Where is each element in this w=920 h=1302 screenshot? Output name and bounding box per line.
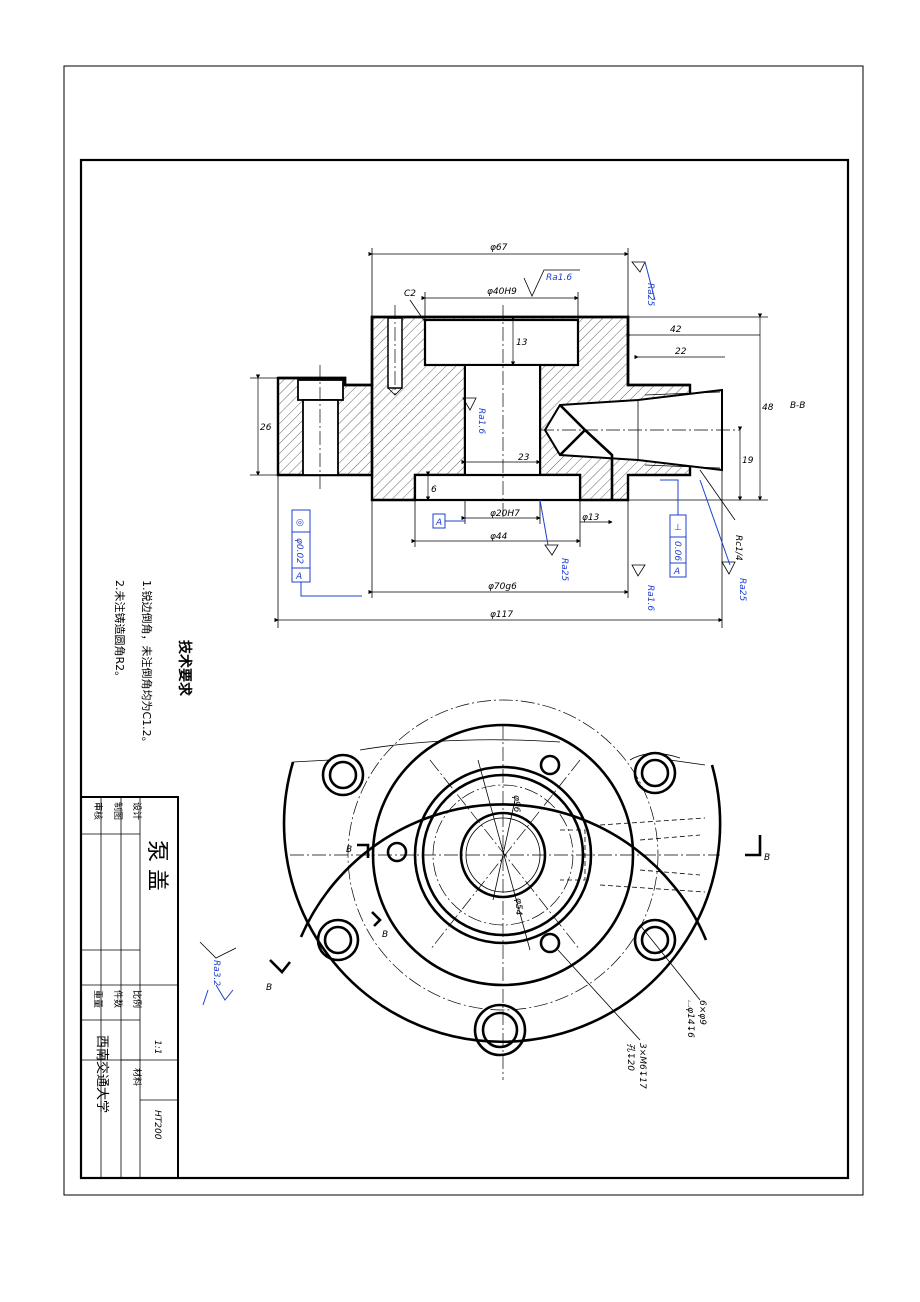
bolt-holes <box>316 751 677 1057</box>
roughness-ra16-top: Ra1.6 <box>546 273 572 283</box>
flange-outline <box>299 803 708 941</box>
spigot-phi70 <box>413 473 582 502</box>
svg-text:A: A <box>435 518 442 528</box>
flange-arc <box>282 761 722 1044</box>
section-mark-1: B <box>346 845 352 855</box>
roughness-ra25-top: Ra25 <box>645 283 655 306</box>
roughness-ra16-bore: Ra1.6 <box>476 408 486 434</box>
rc-cross-drill <box>584 429 614 500</box>
dim-phi67: φ67 <box>490 243 508 253</box>
dim-phi70g6: φ70g6 <box>488 582 517 592</box>
tb-draw-label: 制图 <box>112 802 124 820</box>
left-counterbore <box>297 379 344 401</box>
title-block: 设计 制图 审核 泵 盖 比例 件数 重量 1:1 材料 HT200 西南交通大… <box>80 796 179 1179</box>
svg-text:◎: ◎ <box>296 518 304 528</box>
dim-phi40h9: φ40H9 <box>487 287 517 297</box>
dim-rc14: Rc1/4 <box>733 535 743 561</box>
bore-phi20 <box>464 364 541 476</box>
dim-c2: C2 <box>404 289 416 299</box>
dim-phi13: φ13 <box>582 513 600 523</box>
dim-48: 48 <box>762 403 774 413</box>
tb-review-label: 审核 <box>92 802 104 820</box>
tapped-holes <box>386 754 561 954</box>
dim-phi20h7: φ20H7 <box>490 509 520 519</box>
dim-42: 42 <box>670 325 682 335</box>
dim-phi96: φ96 <box>511 795 521 813</box>
tolerance-coaxiality: ◎ φ0.02 A <box>291 509 362 597</box>
dim-22: 22 <box>675 347 687 357</box>
technical-requirements: 技术要求 1.锐边倒角，未注倒角均为C1.2。 2.未注铸造圆角R2。 <box>113 580 193 748</box>
tb-design-label: 设计 <box>131 802 143 820</box>
svg-text:A: A <box>673 567 680 577</box>
dim-13a: 13 <box>516 338 528 348</box>
roughness-ra32: Ra3.2 <box>211 960 221 986</box>
tb-qty-label: 件数 <box>112 990 124 1008</box>
roughness-ra16-bottom: Ra1.6 <box>645 585 655 611</box>
section-label: B-B <box>790 401 805 411</box>
section-mark-3: B <box>382 930 388 940</box>
tb-part-name: 泵 盖 <box>144 840 169 891</box>
datum-a: A <box>432 513 465 529</box>
roughness-ra25-bottom: Ra25 <box>559 558 569 581</box>
tech-req-item-1: 1.锐边倒角，未注倒角均为C1.2。 <box>140 580 154 748</box>
dim-phi117: φ117 <box>490 610 513 620</box>
hub-ring <box>413 765 593 945</box>
tb-material-label: 材料 <box>131 1068 143 1086</box>
dim-tap-depth: 孔↧20 <box>625 1043 636 1071</box>
tb-scale-value: 1:1 <box>152 1040 162 1054</box>
dim-3xm6: 3×M6↧17 <box>637 1043 647 1089</box>
svg-text:0.06: 0.06 <box>672 541 682 561</box>
svg-text:A: A <box>295 572 302 582</box>
section-mark-4: B <box>266 983 272 993</box>
plan-view: φ96 φ54 6×φ9 ⌴φ14↧6 3×M6↧17 孔↧20 B B B B… <box>199 699 770 1089</box>
tb-scale-label: 比例 <box>131 990 143 1008</box>
svg-text:φ0.02: φ0.02 <box>294 538 304 564</box>
dim-6: 6 <box>431 485 437 495</box>
dim-phi44: φ44 <box>490 532 508 542</box>
left-hole <box>302 399 339 476</box>
dim-19: 19 <box>742 456 754 466</box>
tb-weight-label: 重量 <box>92 990 104 1008</box>
tb-material-value: HT200 <box>152 1110 162 1140</box>
roughness-ra25-right: Ra25 <box>737 578 747 601</box>
dim-23: 23 <box>518 453 530 463</box>
drawing-frame <box>79 158 850 1180</box>
dim-6xphi9: 6×φ9 <box>697 1000 707 1025</box>
tech-req-item-2: 2.未注铸造圆角R2。 <box>113 580 127 682</box>
bore-phi40 <box>423 318 580 367</box>
tolerance-perpendicularity: ⊥ 0.06 A <box>660 479 687 578</box>
dim-phi54: φ54 <box>513 898 523 916</box>
section-view: φ67 φ40H9 C2 42 22 13 48 19 B-B 26 23 6 … <box>250 243 805 628</box>
svg-text:⊥: ⊥ <box>674 523 682 533</box>
section-outline <box>278 315 690 387</box>
outer-border <box>63 65 864 1196</box>
section-mark-2: B <box>764 853 770 863</box>
tech-req-title: 技术要求 <box>176 640 193 697</box>
tb-school: 西南交通大学 <box>94 1035 110 1113</box>
dim-counterbore: ⌴φ14↧6 <box>685 1000 695 1038</box>
dim-26: 26 <box>260 423 272 433</box>
